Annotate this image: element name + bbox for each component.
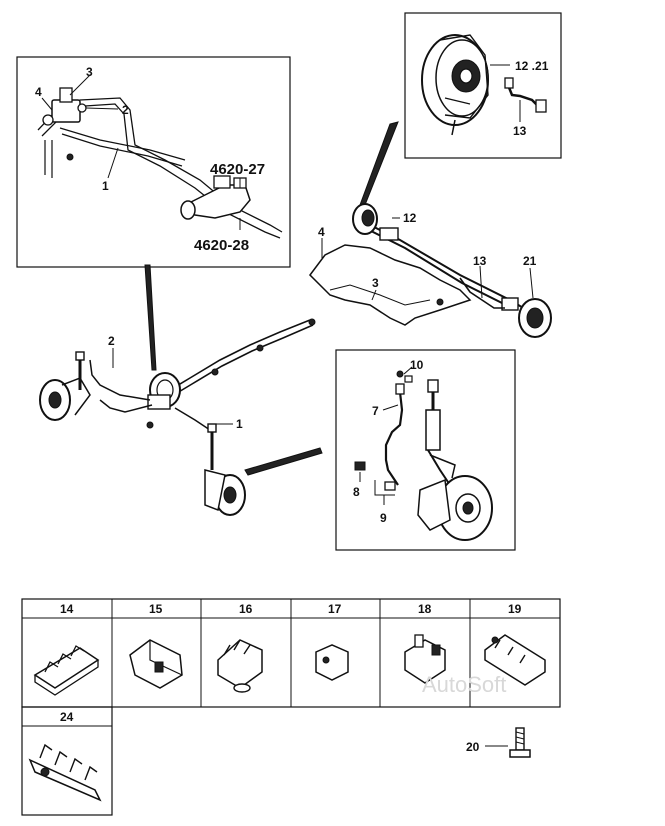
bolt-20: 20: [466, 727, 531, 758]
label-inset-part-10: 10: [410, 358, 424, 372]
label-part-1: 1: [102, 179, 109, 193]
pointer-to-mc-inset: [144, 264, 157, 371]
pointer-to-drum-inset: [359, 121, 399, 206]
clip-header-14: 14: [60, 602, 74, 616]
label-main-part-4: 4: [318, 225, 325, 239]
label-part-13: 13: [513, 124, 527, 138]
label-ref-4620-28: 4620-28: [194, 237, 249, 254]
pointer-to-front-inset: [244, 447, 323, 476]
label-main-part-1: 1: [236, 417, 243, 431]
inset-rear-drum: 12 .21 13: [404, 12, 562, 159]
clip-header-16: 16: [239, 602, 253, 616]
label-inset-part-7: 7: [372, 404, 379, 418]
label-main-part-3: 3: [372, 276, 379, 290]
label-part-4: 4: [35, 85, 42, 99]
label-part-2: 2: [122, 103, 129, 117]
label-main-part-21: 21: [523, 254, 537, 268]
label-part-3: 3: [86, 65, 93, 79]
clip-16-drawing: [217, 639, 263, 693]
clip-header-15: 15: [149, 602, 163, 616]
inset-front-hose: 10 7 8 9: [335, 349, 516, 551]
label-ref-4620-27: 4620-27: [210, 161, 265, 178]
clip-18-drawing: [404, 634, 446, 684]
main-assembly: 4 3 12 13 21 2 1: [39, 203, 552, 516]
clip-19-drawing: [484, 634, 546, 686]
clip-17-drawing: [315, 644, 349, 681]
label-part-12-21: 12 .21: [515, 59, 549, 73]
label-inset-part-9: 9: [380, 511, 387, 525]
clip-15-drawing: [129, 639, 183, 689]
clip-header-17: 17: [328, 602, 342, 616]
inset-master-cylinder: 3 4 2 1 4620-27 4620-28: [16, 56, 291, 268]
clip-table: 14 15 16 17 18 19 24: [21, 598, 561, 816]
label-main-part-13: 13: [473, 254, 487, 268]
clip-24-drawing: [28, 743, 102, 802]
watermark: AutoSoft: [422, 672, 506, 697]
label-part-20: 20: [466, 740, 480, 754]
clip-header-24: 24: [60, 710, 74, 724]
label-inset-part-8: 8: [353, 485, 360, 499]
clip-header-19: 19: [508, 602, 522, 616]
label-main-part-2: 2: [108, 334, 115, 348]
clip-14-drawing: [33, 645, 100, 696]
label-main-part-12: 12: [403, 211, 417, 225]
clip-header-18: 18: [418, 602, 432, 616]
